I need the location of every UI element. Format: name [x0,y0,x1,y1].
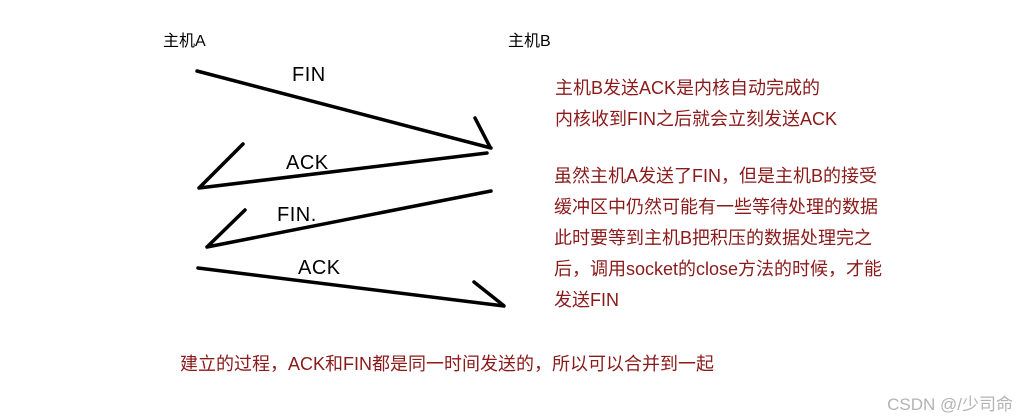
annotation-line: 缓冲区中仍然可能有一些等待处理的数据 [554,197,878,217]
host-b-label: 主机B [508,33,551,50]
arrow-head [473,116,492,149]
arrow-label-ack-2: ACK [298,257,341,279]
arrow-label-fin-1: FIN [292,64,326,86]
arrow-head [206,208,247,248]
host-a-label: 主机A [163,33,206,50]
arrow-shaft [196,266,506,308]
annotation-line: 主机B发送ACK是内核自动完成的 [555,78,821,98]
arrow-head [472,280,505,307]
arrow-head [198,142,245,189]
arrow-shaft [205,189,493,249]
ack-arrow-1 [197,142,489,190]
arrow-label-fin-2: FIN. [277,204,317,226]
bottom-note: 建立的过程，ACK和FIN都是同一时间发送的，所以可以合并到一起 [180,354,715,374]
fin-arrow-2 [205,189,493,249]
arrow-shaft [195,69,493,150]
csdn-watermark: CSDN @/少司命 [887,395,1013,414]
arrow-label-ack-1: ACK [286,152,329,174]
fin-annotation: 虽然主机A发送了FIN，但是主机B的接受 缓冲区中仍然可能有一些等待处理的数据 … [554,161,882,316]
annotation-line: 发送FIN [554,290,619,310]
ack-arrow-2 [196,266,506,308]
ack-annotation: 主机B发送ACK是内核自动完成的 内核收到FIN之后就会立刻发送ACK [555,73,837,135]
annotation-line: 此时要等到主机B把积压的数据处理完之 [554,228,873,248]
fin-arrow-1 [195,69,493,150]
arrow-shaft [197,151,489,190]
annotation-line: 内核收到FIN之后就会立刻发送ACK [555,109,838,129]
annotation-line: 后，调用socket的close方法的时候，才能 [554,259,883,279]
annotation-line: 虽然主机A发送了FIN，但是主机B的接受 [554,166,878,186]
